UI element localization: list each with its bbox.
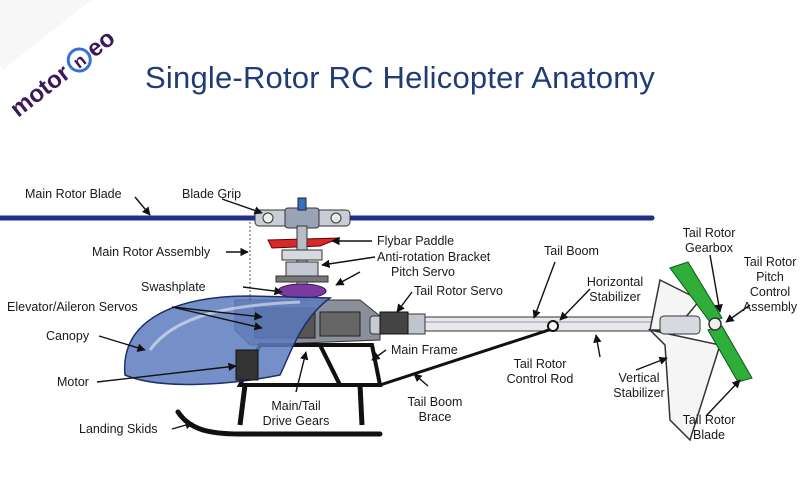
- leader-landing-skids: [171, 421, 194, 430]
- leader-tail-rotor-blade: [705, 379, 741, 417]
- swashplate: [277, 283, 327, 299]
- label-pitch-servo: Pitch Servo: [391, 265, 455, 279]
- motorneo-logo: motor n eo: [6, 24, 120, 122]
- label-motor: Motor: [57, 375, 89, 389]
- label-blade-grip: Blade Grip: [182, 187, 242, 201]
- tail-rotor-blade-upper: [669, 261, 723, 323]
- tail-rotor-gearbox: [659, 315, 701, 335]
- leader-tail-boom-brace: [413, 373, 429, 387]
- label-horizontal-stabilizer: Horizontal Stabilizer: [586, 275, 644, 304]
- label-tail-rotor-pitch-control-assembly: Tail Rotor Pitch Control Assembly: [742, 255, 798, 314]
- tail-rotor-hub: [708, 317, 722, 331]
- tail-boom: [394, 313, 666, 335]
- landing-skids: [175, 384, 383, 437]
- label-canopy: Canopy: [46, 329, 90, 343]
- canopy: [124, 295, 333, 386]
- tail-rotor-servo: [379, 311, 409, 335]
- leader-main-rotor-blade: [134, 196, 151, 216]
- leader-drive-gears: [295, 351, 309, 393]
- leader-canopy: [98, 335, 146, 352]
- label-tail-boom-brace: Tail Boom Brace: [407, 395, 463, 424]
- label-landing-skids: Landing Skids: [79, 422, 158, 436]
- page-title: Single-Rotor RC Helicopter Anatomy: [145, 60, 655, 95]
- leader-tail-rotor-control-rod: [593, 334, 602, 358]
- label-elevator-aileron-servos: Elevator/Aileron Servos: [7, 300, 138, 314]
- label-anti-rotation-bracket: Anti-rotation Bracket: [377, 250, 491, 264]
- leader-vertical-stabilizer: [635, 356, 668, 371]
- label-vertical-stabilizer: Vertical Stabilizer: [613, 371, 665, 400]
- horizontal-stabilizer: [547, 320, 559, 332]
- label-tail-rotor-blade: Tail Rotor Blade: [682, 413, 736, 442]
- leader-pitch-servo: [335, 271, 361, 286]
- leader-blade-grip: [221, 198, 263, 215]
- label-main-rotor-assembly: Main Rotor Assembly: [92, 245, 211, 259]
- leader-swashplate: [242, 286, 283, 296]
- label-swashplate: Swashplate: [141, 280, 206, 294]
- leader-horizontal-stabilizer: [559, 288, 591, 321]
- label-tail-rotor-servo: Tail Rotor Servo: [414, 284, 503, 298]
- leader-tail-rotor-servo: [396, 291, 413, 313]
- label-flybar-paddle: Flybar Paddle: [377, 234, 455, 248]
- leader-pitch-control-assembly: [725, 304, 751, 323]
- leader-anti-rotation-bracket: [321, 256, 376, 269]
- leader-main-frame: [371, 349, 387, 361]
- leader-tail-boom: [532, 261, 556, 319]
- leader-tail-rotor-gearbox: [709, 254, 723, 313]
- leader-lines: [96, 196, 751, 430]
- leader-motor: [96, 362, 237, 383]
- label-tail-boom: Tail Boom: [544, 244, 599, 258]
- rotor-head: [254, 197, 351, 229]
- label-tail-rotor-control-rod: Tail Rotor Control Rod: [506, 357, 574, 386]
- label-main-rotor-blade: Main Rotor Blade: [25, 187, 122, 201]
- leader-servos-1: [171, 306, 263, 321]
- label-tail-rotor-gearbox: Tail Rotor Gearbox: [682, 226, 736, 255]
- label-main-tail-drive-gears: Main/Tail Drive Gears: [262, 399, 330, 428]
- label-main-frame: Main Frame: [391, 343, 458, 357]
- logo-ring: [66, 47, 92, 73]
- motor: [235, 349, 259, 381]
- tail-boom-brace: [379, 326, 556, 387]
- leader-servos-2: [171, 306, 263, 331]
